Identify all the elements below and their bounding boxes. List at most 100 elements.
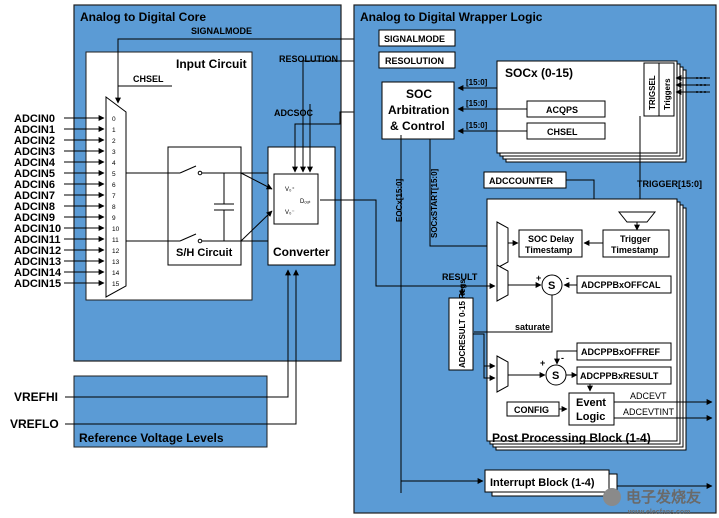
signalmode-register — [378, 29, 456, 47]
trigger-ts-line1: Trigger — [620, 234, 651, 244]
adcresult-label: ADCRESULT 0-15 Regs — [458, 279, 467, 368]
resolution-register-label: RESOLUTION — [385, 56, 444, 66]
soc-arbitration-block — [381, 81, 455, 140]
vreflo-label: VREFLO — [10, 417, 59, 431]
saturate-label: saturate — [515, 322, 550, 332]
sh-circuit-label: S/H Circuit — [176, 247, 233, 259]
adcin-label-7: ADCIN7 — [14, 190, 55, 202]
trigger-bus-label: TRIGGER[15:0] — [637, 179, 702, 189]
mux-number-1: 1 — [112, 127, 116, 134]
adcin-label-0: ADCIN0 — [14, 113, 55, 125]
adcin-label-4: ADCIN4 — [14, 157, 56, 169]
adcin-label-1: ADCIN1 — [14, 124, 55, 136]
interrupt-title: Interrupt Block (1-4) — [490, 477, 595, 489]
interrupt-block — [484, 469, 610, 493]
adcin-label-9: ADCIN9 — [14, 212, 55, 224]
adcin-input-labels: ADCIN0ADCIN1ADCIN2ADCIN3ADCIN4ADCIN5ADCI… — [14, 113, 105, 290]
adcevtint-label: ADCEVTINT — [623, 407, 675, 417]
adcsoc-label: ADCSOC — [274, 108, 314, 118]
chsel-label: CHSEL — [133, 74, 164, 84]
adcin-label-10: ADCIN10 — [14, 223, 61, 235]
mux-number-14: 14 — [112, 270, 120, 277]
event-logic-line1: Event — [576, 397, 606, 409]
socx-title: SOCx (0-15) — [505, 66, 573, 80]
mux-number-5: 5 — [112, 171, 116, 178]
mux-number-4: 4 — [112, 160, 116, 167]
summer-1-minus: - — [566, 273, 569, 283]
event-logic-line2: Logic — [576, 411, 605, 423]
offref-label: ADCPPBxOFFREF — [581, 347, 661, 357]
soc-delay-line2: Timestamp — [525, 245, 573, 255]
input-circuit-title: Input Circuit — [176, 57, 247, 71]
trigger-ts-line2: Timestamp — [611, 245, 659, 255]
vin-plus-label: V₀⁺ — [285, 186, 295, 193]
adcresult-registers — [448, 297, 474, 371]
soc-arb-line1: SOC — [406, 87, 432, 101]
adcin-label-14: ADCIN14 — [14, 267, 62, 279]
adcin-label-15: ADCIN15 — [14, 278, 61, 290]
mux-number-0: 0 — [112, 116, 116, 123]
adccounter-label: ADCCOUNTER — [489, 176, 553, 186]
mux-number-2: 2 — [112, 138, 116, 145]
reference-voltage-block — [73, 375, 268, 448]
result-label: RESULT — [442, 272, 478, 282]
mux-number-11: 11 — [112, 237, 119, 244]
mux-number-15: 15 — [112, 281, 120, 288]
socxstart-label: SOCxSTART[15:0] — [430, 168, 439, 238]
adcin-label-2: ADCIN2 — [14, 135, 55, 147]
summer-2-minus: - — [561, 353, 564, 363]
ppbresult-label: ADCPPBxRESULT — [580, 371, 659, 381]
signalmode-label: SIGNALMODE — [191, 26, 252, 36]
adcin-label-5: ADCIN5 — [14, 168, 55, 180]
summer-2-plus: + — [540, 358, 545, 368]
soc-arb-line3: & Control — [390, 119, 445, 133]
bus-label-2: [15:0] — [466, 99, 488, 108]
mux-number-7: 7 — [112, 193, 116, 200]
trigsel-label: TRIGSEL — [648, 75, 657, 110]
vrefhi-label: VREFHI — [14, 390, 58, 404]
wrapper-logic-title: Analog to Digital Wrapper Logic — [360, 10, 543, 24]
resolution-label: RESOLUTION — [279, 54, 338, 64]
triggers-register — [658, 62, 675, 117]
soc-delay-timestamp — [518, 229, 583, 258]
acqps-label: ACQPS — [546, 105, 578, 115]
signalmode-register-label: SIGNALMODE — [384, 34, 445, 44]
watermark-url: www.elecfans.com — [627, 509, 690, 516]
analog-core-title: Analog to Digital Core — [80, 10, 206, 24]
vin-minus-label: V₀⁻ — [285, 210, 295, 216]
mux-number-13: 13 — [112, 259, 120, 266]
soc-delay-line1: SOC Delay — [528, 234, 574, 244]
post-processing-title: Post Processing Block (1-4) — [492, 431, 651, 445]
summer-1-plus: + — [536, 273, 541, 283]
adcin-label-12: ADCIN12 — [14, 245, 61, 257]
offcal-label: ADCPPBxOFFCAL — [581, 280, 661, 290]
summer-2-label: S — [552, 370, 559, 382]
resolution-register — [378, 51, 456, 69]
chsel-register-label: CHSEL — [547, 127, 578, 137]
mux-number-12: 12 — [112, 248, 120, 255]
adcin-label-11: ADCIN11 — [14, 234, 60, 246]
event-logic-block — [568, 392, 615, 426]
config-label: CONFIG — [514, 405, 549, 415]
adcevt-label: ADCEVT — [630, 391, 667, 401]
mux-number-3: 3 — [112, 149, 116, 156]
mux-number-9: 9 — [112, 215, 116, 222]
sh-circuit-block — [167, 146, 242, 266]
mux-number-6: 6 — [112, 182, 116, 189]
bus-label-1: [15:0] — [466, 78, 488, 87]
bus-label-3: [15:0] — [466, 121, 488, 130]
summer-1-label: S — [548, 280, 555, 292]
soc-arb-line2: Arbitration — [388, 103, 449, 117]
dout-label: Dₒᵤₜ — [300, 199, 311, 205]
adcin-label-13: ADCIN13 — [14, 256, 61, 268]
eocx-label: EOCx[15:0] — [395, 179, 404, 222]
adcin-label-8: ADCIN8 — [14, 201, 55, 213]
triggers-label: Triggers — [663, 78, 672, 110]
watermark-text: 电子发烧友 — [626, 488, 701, 506]
adcin-label-3: ADCIN3 — [14, 146, 55, 158]
input-mux — [105, 96, 127, 298]
adcin-label-6: ADCIN6 — [14, 179, 55, 191]
watermark-logo-icon — [603, 488, 621, 506]
